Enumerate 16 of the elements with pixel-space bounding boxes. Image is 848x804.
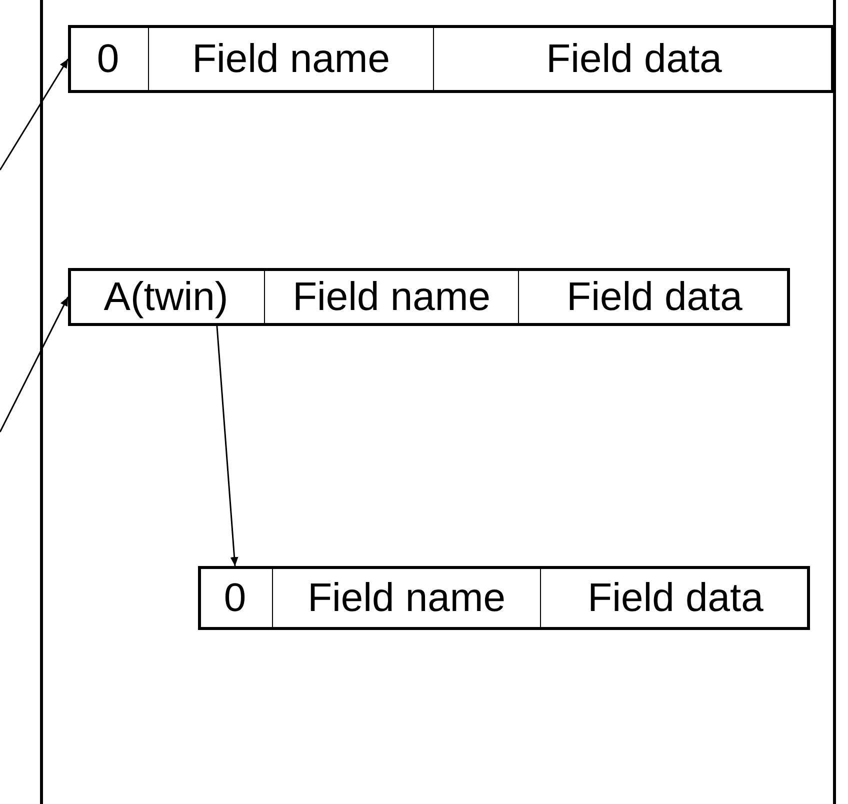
field-cell: Field name	[148, 25, 433, 93]
field-cell: 0	[68, 25, 148, 93]
field-cell: Field name	[272, 566, 540, 630]
arrow	[216, 326, 238, 566]
field-cell: Field data	[518, 268, 790, 326]
field-cell: Field data	[540, 566, 810, 630]
arrow	[0, 296, 69, 432]
field-cell: A(twin)	[68, 268, 264, 326]
record-box	[198, 566, 810, 630]
record-box	[68, 25, 834, 93]
field-cell: 0	[198, 566, 272, 630]
record-box	[68, 268, 790, 326]
field-cell: Field name	[264, 268, 518, 326]
arrow	[0, 58, 69, 170]
field-cell: Field data	[433, 25, 834, 93]
container-box	[40, 0, 836, 804]
